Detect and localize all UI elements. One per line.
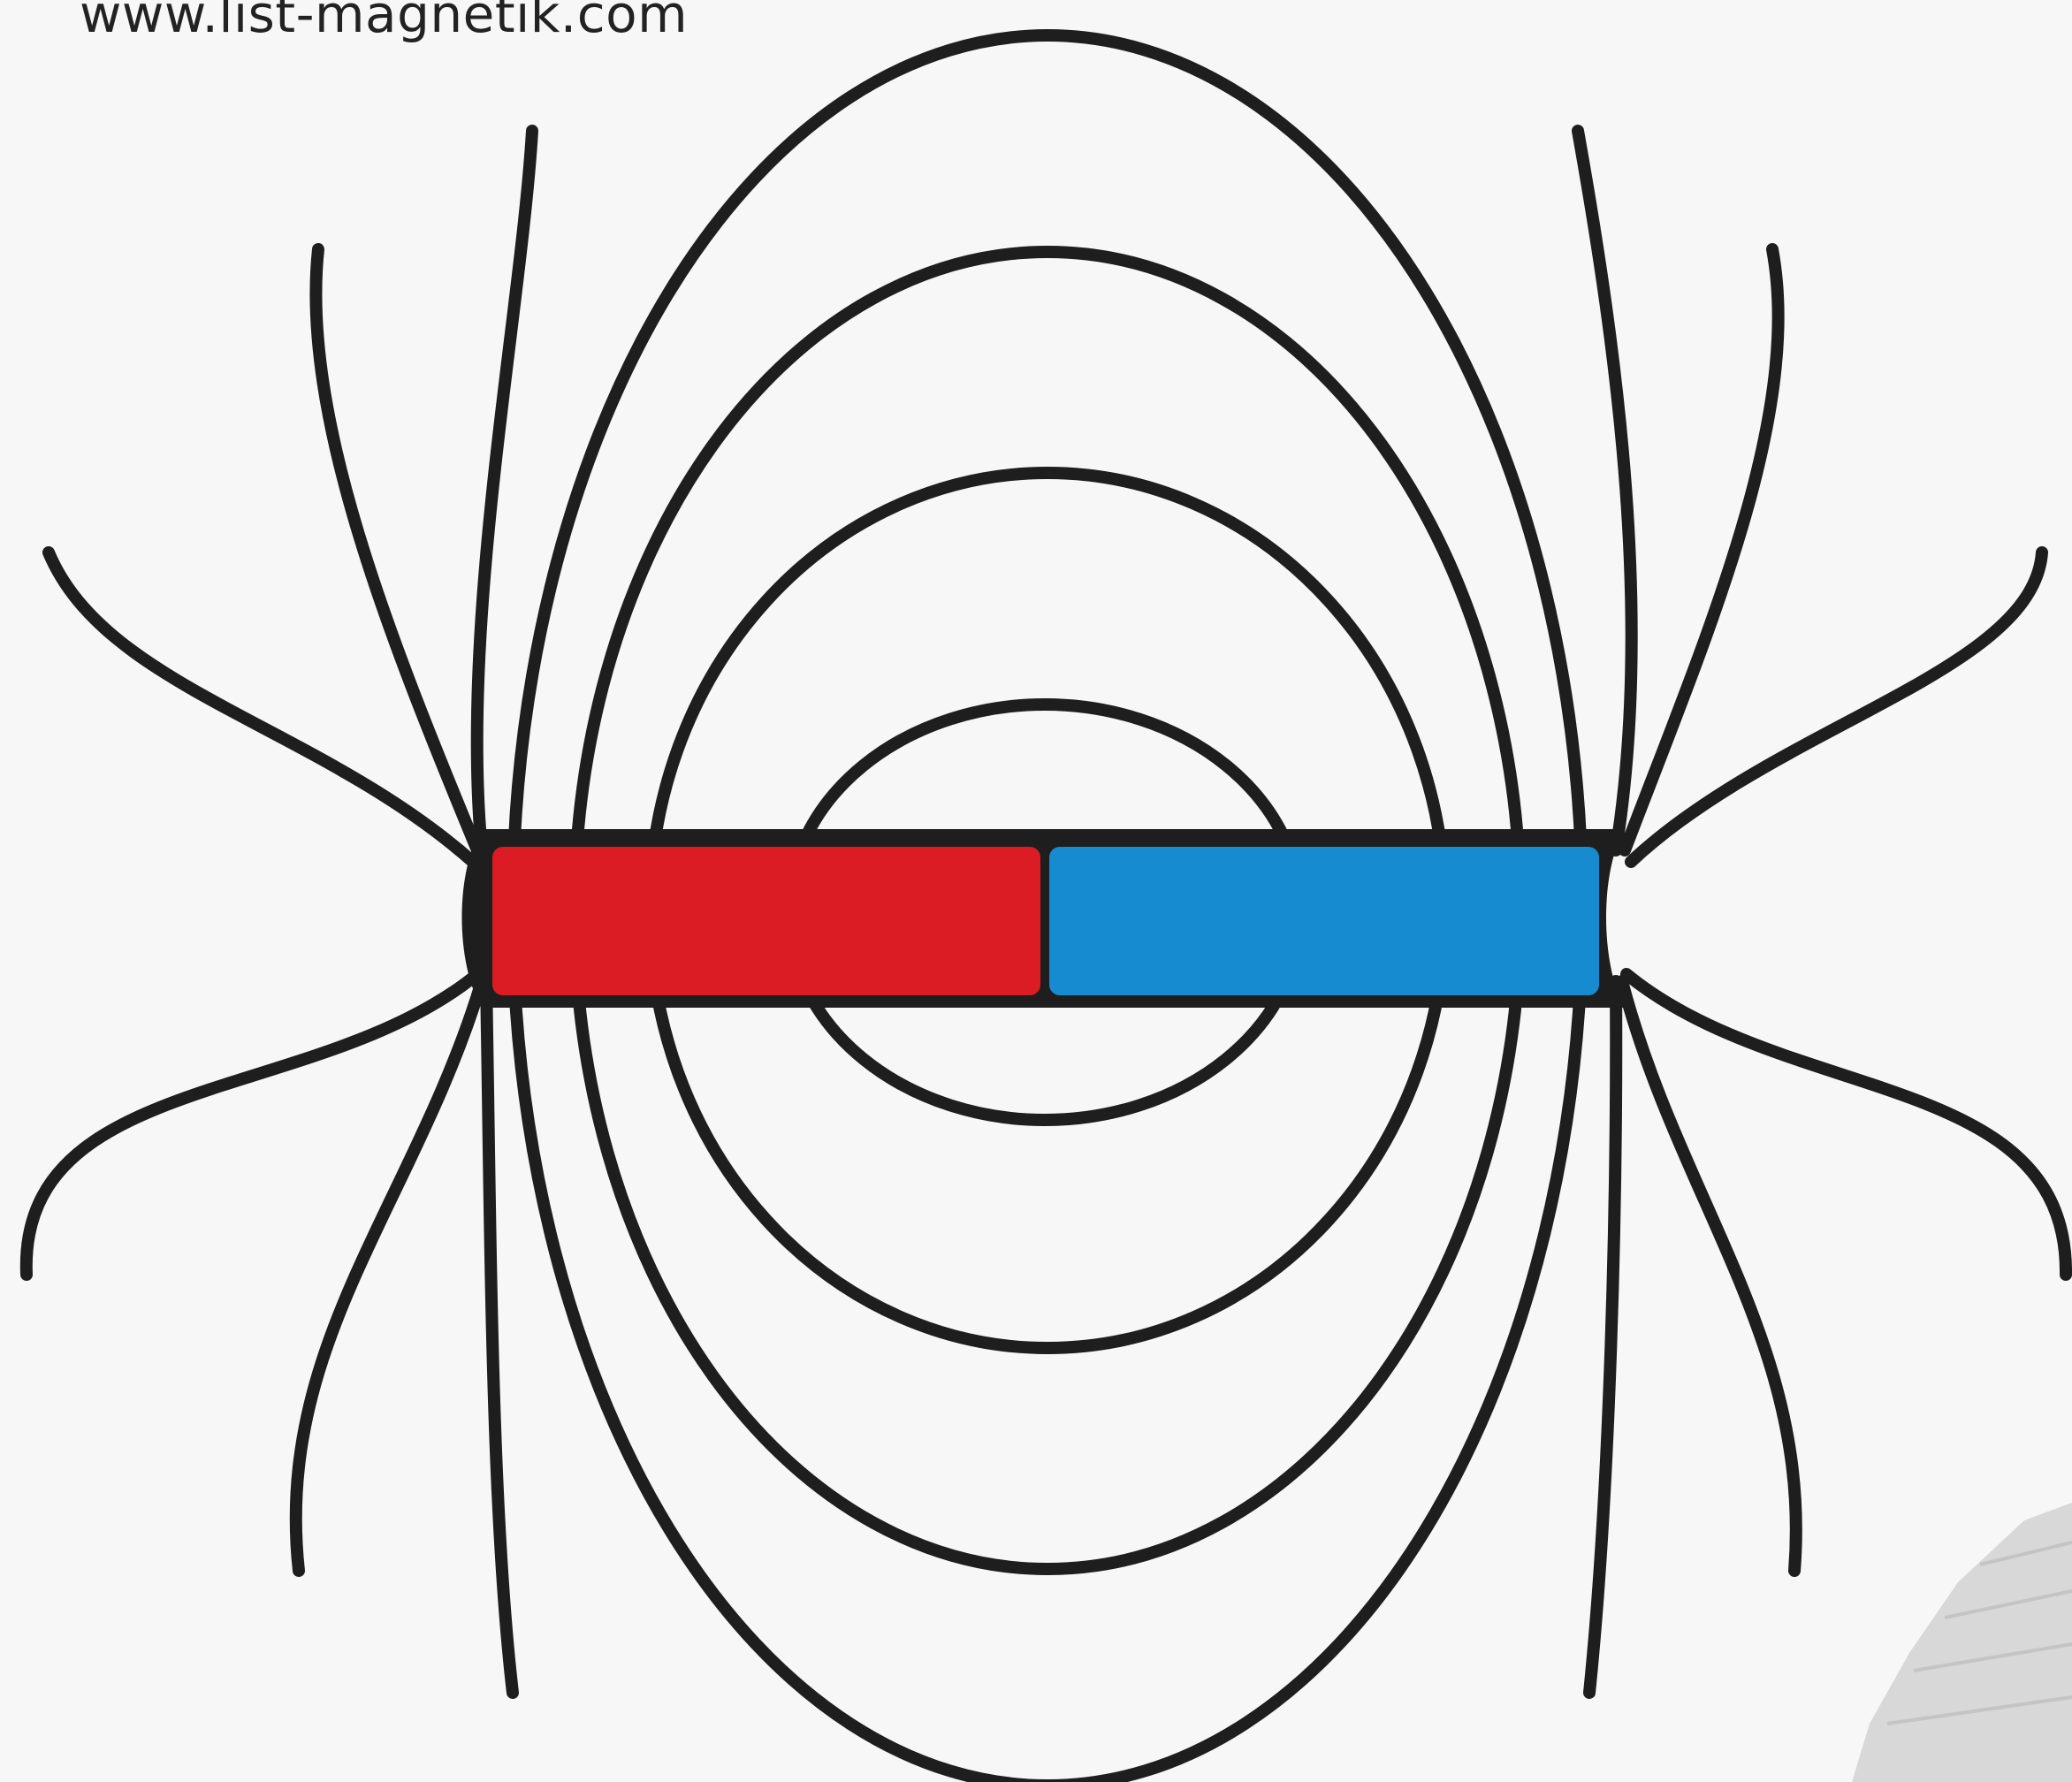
right-line-lower-2 — [1622, 981, 1796, 1571]
left-line-upper-2 — [316, 249, 477, 850]
left-line-lower-3 — [486, 981, 513, 1693]
right-line-upper-2 — [1625, 249, 1779, 850]
right-line-lower-1 — [1626, 974, 2066, 1275]
left-line-lower-2 — [296, 981, 482, 1571]
left-line-upper-3 — [49, 552, 473, 862]
right-line-lower-3 — [1589, 981, 1616, 1693]
right-line-upper-1 — [1578, 131, 1632, 850]
bar-magnet — [462, 829, 1626, 1008]
blue-pole-half — [1049, 847, 1599, 995]
left-open-field-lines — [27, 131, 532, 1693]
right-open-field-lines — [1578, 131, 2066, 1693]
left-line-lower-1 — [27, 974, 477, 1275]
red-pole-half — [492, 847, 1040, 995]
corner-object — [1852, 1503, 2072, 1782]
right-line-upper-3 — [1631, 552, 2042, 862]
